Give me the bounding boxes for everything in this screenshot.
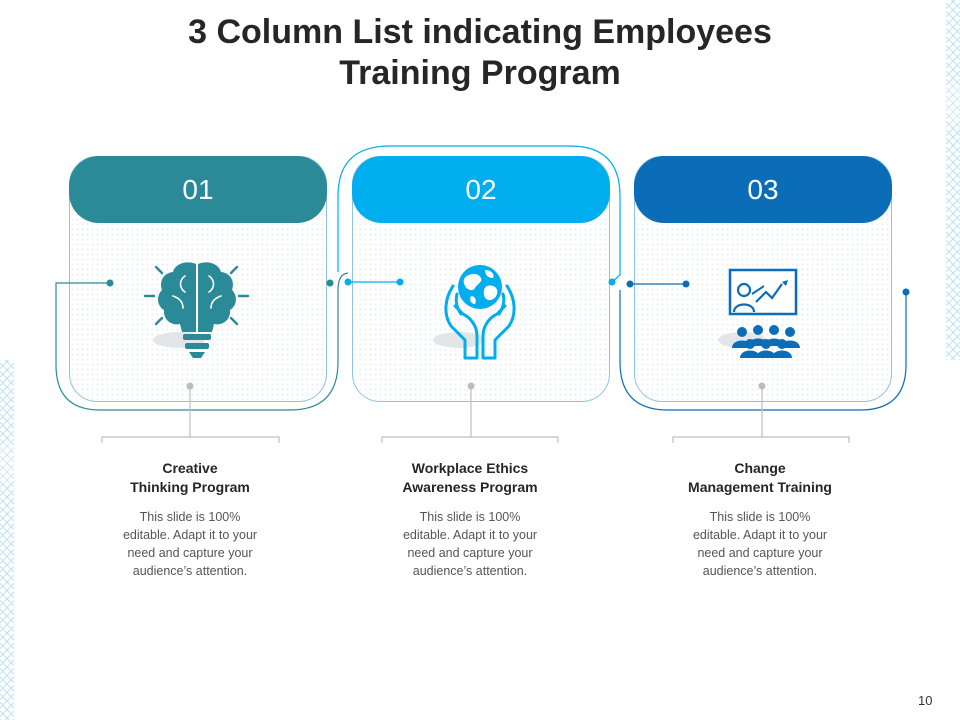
decorative-hatch-left [0, 360, 14, 720]
connector-dot [326, 279, 334, 287]
frame-line-2 [337, 145, 621, 283]
column-body: This slide is 100% editable. Adapt it to… [402, 510, 538, 578]
column-number-badge-01: 01 [69, 156, 327, 223]
column-body: This slide is 100% editable. Adapt it to… [692, 510, 828, 578]
stem-dot [186, 382, 194, 390]
decorative-hatch-right [946, 0, 960, 360]
column-heading: Workplace Ethics Awareness Program [402, 460, 538, 495]
bracket-1 [101, 436, 280, 443]
connector-dot [902, 288, 910, 296]
connector-dot [106, 279, 114, 287]
stem-dot [758, 382, 766, 390]
connector-dot [626, 280, 634, 288]
column-heading: Change Management Training [688, 460, 832, 495]
column-text-01: Creative Thinking Program This slide is … [90, 459, 290, 580]
slide-title-line-1: 3 Column List indicating Employees [188, 13, 772, 51]
column-number-badge-03: 03 [634, 156, 892, 223]
brain-lightbulb-icon [143, 262, 250, 358]
frame-line-3 [619, 290, 907, 411]
stem-dot [467, 382, 475, 390]
bracket-2 [381, 436, 559, 443]
connector-dot [608, 278, 616, 286]
bracket-3 [672, 436, 850, 443]
connector-dot [344, 278, 352, 286]
column-heading: Creative Thinking Program [130, 460, 250, 495]
frame-line-1 [55, 272, 349, 411]
column-body: This slide is 100% editable. Adapt it to… [122, 510, 258, 578]
column-number-badge-02: 02 [352, 156, 610, 223]
page-number: 10 [918, 693, 933, 708]
column-text-03: Change Management Training This slide is… [660, 459, 860, 580]
connector-dot [682, 280, 690, 288]
presentation-audience-icon [718, 268, 800, 358]
globe-in-hands-icon [433, 265, 516, 360]
connector-dot [396, 278, 404, 286]
column-text-02: Workplace Ethics Awareness Program This … [370, 459, 570, 580]
slide-title-line-2: Training Program [339, 54, 621, 92]
slide-title: 3 Column List indicating Employees Train… [100, 12, 860, 94]
